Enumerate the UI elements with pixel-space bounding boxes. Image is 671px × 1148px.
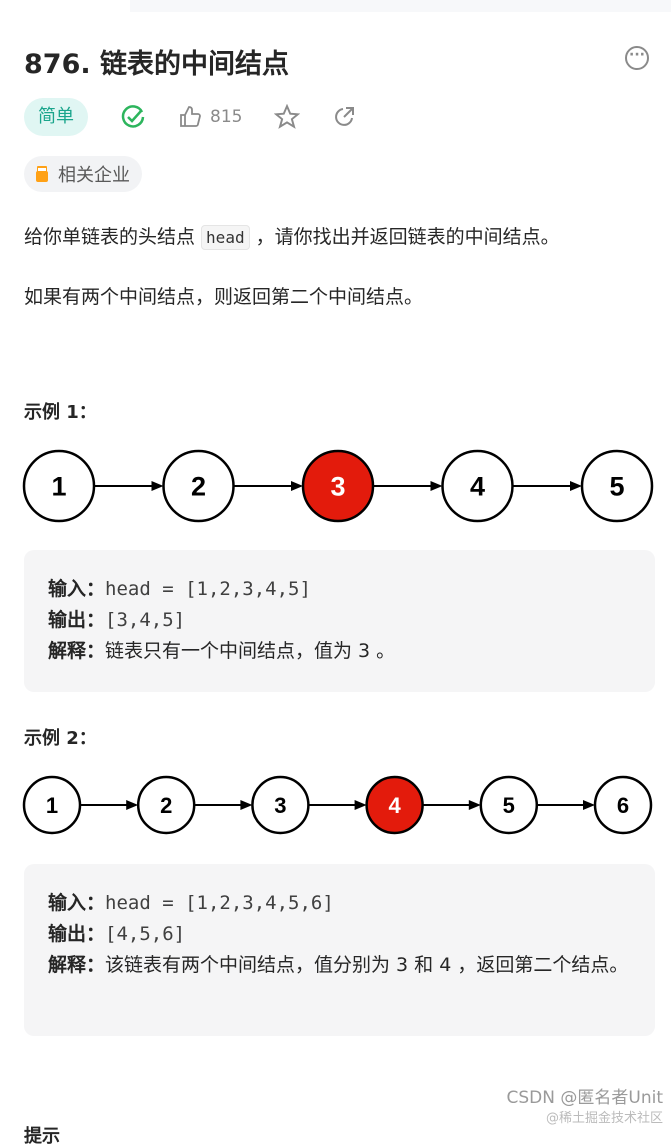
like-count: 815 <box>210 107 243 127</box>
list-node <box>162 449 235 523</box>
constraints-heading: 提示 <box>24 1126 60 1147</box>
arrow-head <box>240 800 253 810</box>
node-value: 4 <box>470 472 485 502</box>
example-1-box: 输入：head = [1,2,3,4,5] 输出：[3,4,5] 解释：链表只有… <box>24 550 655 692</box>
arrow-head <box>430 481 443 491</box>
arrow-head <box>570 481 582 491</box>
node-value: 4 <box>388 793 401 818</box>
arrow-head <box>291 481 303 491</box>
solved-check-icon <box>120 104 146 130</box>
lock-icon <box>36 170 48 182</box>
related-companies-label: 相关企业 <box>58 165 130 186</box>
example-2-box: 输入：head = [1,2,3,4,5,6] 输出：[4,5,6] 解释：该链… <box>24 864 655 1036</box>
like-button[interactable]: 815 <box>178 105 242 129</box>
list-node <box>22 775 82 835</box>
list-node <box>593 775 653 835</box>
list-node <box>301 449 375 523</box>
node-value: 1 <box>51 472 66 502</box>
node-value: 2 <box>191 472 206 502</box>
top-bar <box>130 0 671 12</box>
example-1-diagram: 1 2 3 4 5 <box>22 449 654 523</box>
watermark: CSDN @匿名者Unit <box>506 1088 663 1108</box>
list-node <box>365 775 424 835</box>
arrow-head <box>468 800 481 810</box>
node-value: 3 <box>274 793 286 818</box>
list-node <box>479 775 539 835</box>
node-value: 5 <box>609 472 624 502</box>
difficulty-badge[interactable]: 简单 <box>24 98 88 136</box>
list-node <box>441 449 514 523</box>
inline-code: head <box>201 225 250 250</box>
page-title: 876. 链表的中间结点 <box>24 49 290 80</box>
node-value: 2 <box>160 793 172 818</box>
thumbs-up-icon <box>180 106 201 127</box>
description-1: 给你单链表的头结点 head ，请你找出并返回链表的中间结点。 <box>24 225 560 250</box>
arrow-head <box>354 800 367 810</box>
node-value: 5 <box>503 793 515 818</box>
node-value: 3 <box>330 472 345 502</box>
example-2-title: 示例 2： <box>24 728 97 749</box>
more-options-icon[interactable]: ··· <box>625 46 649 70</box>
example-2-diagram: 1 2 3 4 5 6 <box>22 775 653 835</box>
list-node <box>22 449 96 523</box>
list-node <box>136 775 196 835</box>
arrow-head <box>151 481 164 491</box>
watermark-secondary: @稀土掘金技术社区 <box>545 1111 663 1126</box>
list-node <box>251 775 310 835</box>
arrow-head <box>126 800 139 810</box>
example-1-title: 示例 1： <box>24 402 97 423</box>
list-node <box>580 449 654 523</box>
node-value: 6 <box>617 793 629 818</box>
share-icon[interactable] <box>332 105 356 129</box>
description-2: 如果有两个中间结点，则返回第二个中间结点。 <box>24 286 424 308</box>
node-value: 1 <box>46 793 58 818</box>
arrow-head <box>583 800 595 810</box>
star-icon[interactable] <box>274 104 301 130</box>
related-companies-button[interactable]: 相关企业 <box>24 156 142 192</box>
